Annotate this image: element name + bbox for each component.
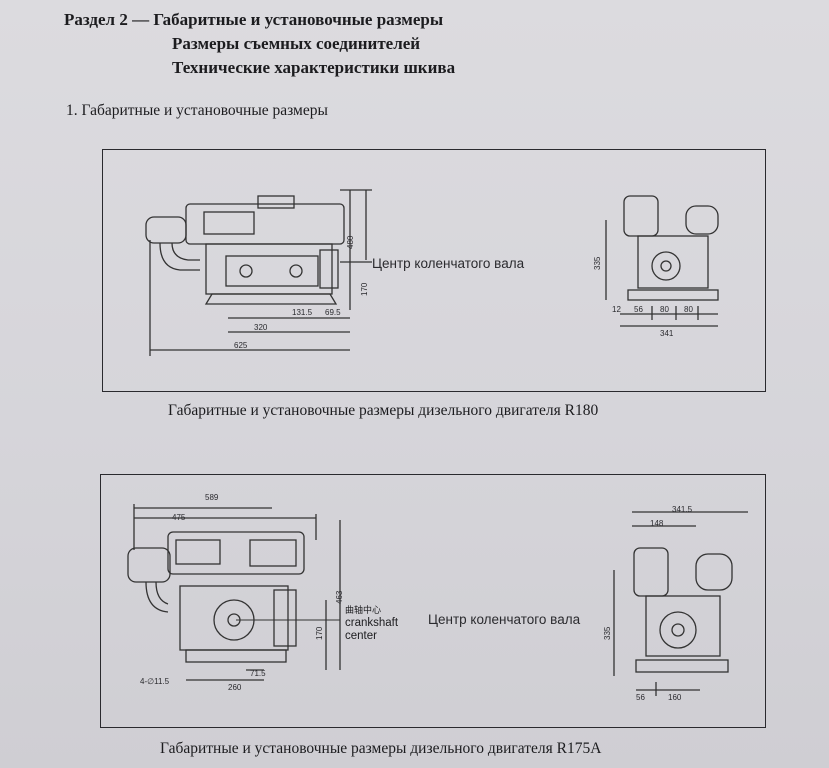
- r180-dim-crank-height: 170: [360, 282, 369, 296]
- r175a-air-filter: [127, 547, 171, 583]
- r175a-side-dim-top: 148: [650, 519, 664, 528]
- r180-crankshaft-center-label: Центр коленчатого вала: [372, 256, 525, 271]
- r175a-dim-overall-length: 589: [205, 493, 219, 502]
- r175a-side-flywheel: [659, 611, 697, 649]
- section-heading: Раздел 2 — Габаритные и установочные раз…: [64, 8, 455, 80]
- r180-side-filter: [685, 205, 719, 235]
- r175a-side-tank: [633, 547, 669, 597]
- r175a-dim-top-length: 475: [172, 513, 186, 522]
- heading-line-3: Технические характеристики шкива: [172, 58, 456, 77]
- r180-dim-overall-length: 625: [234, 341, 248, 350]
- heading-line-2: Размеры съемных соединителей: [172, 34, 421, 53]
- r180-side-flywheel: [651, 251, 681, 281]
- r180-intake-pipe: [159, 242, 200, 271]
- figure-r175a-caption: Габаритные и установочные размеры дизель…: [160, 740, 602, 757]
- figure-r180-caption: Габаритные и установочные размеры дизель…: [168, 402, 599, 419]
- r180-side-dim-d: 80: [684, 305, 693, 314]
- r175a-side-dim-base-b: 160: [668, 693, 682, 702]
- r180-dim-mount-1: 131.5: [292, 308, 313, 317]
- r175a-dim-bolt-holes: 4-∅11.5: [140, 677, 170, 686]
- r175a-crank-label-block: 曲轴中心 crankshaft center: [345, 604, 398, 643]
- r180-side-dim-a: 12: [612, 305, 621, 314]
- r180-dim-height: 480: [346, 235, 355, 249]
- r175a-side-dim-base-a: 56: [636, 693, 645, 702]
- r175a-dim-crank-height: 170: [315, 626, 324, 640]
- r175a-dim-height: 463: [335, 590, 344, 604]
- figure-r180-frame: [102, 149, 766, 392]
- figure-r175a-frame: [100, 474, 766, 728]
- r175a-side-dim-width: 341.5: [672, 505, 693, 514]
- r180-side-dim-height: 335: [593, 256, 602, 270]
- r175a-dim-mount-offset: 71.5: [250, 669, 266, 678]
- r180-side-dim-b: 56: [634, 305, 643, 314]
- r180-dim-base-length: 320: [254, 323, 268, 332]
- r180-base: [204, 293, 338, 305]
- r175a-crank-label-en-1: crankshaft: [345, 617, 399, 629]
- heading-line-1: Раздел 2 — Габаритные и установочные раз…: [64, 10, 444, 29]
- r175a-side-dim-height: 335: [603, 626, 612, 640]
- r175a-dim-base-length: 260: [228, 683, 242, 692]
- r175a-fuel-tank: [167, 531, 305, 575]
- r175a-side-filter: [695, 553, 733, 591]
- r175a-crank-label-cn: 曲轴中心: [345, 605, 382, 615]
- r180-dim-mount-2: 69.5: [325, 308, 341, 317]
- r175a-crankshaft-center-label: Центр коленчатого вала: [428, 612, 581, 627]
- r175a-base: [185, 649, 287, 663]
- section-item-1: 1. Габаритные и установочные размеры: [66, 102, 328, 119]
- r175a-crank-label-en-2: center: [345, 630, 377, 642]
- r180-side-dim-c: 80: [660, 305, 669, 314]
- r180-side-dim-width: 341: [660, 329, 674, 338]
